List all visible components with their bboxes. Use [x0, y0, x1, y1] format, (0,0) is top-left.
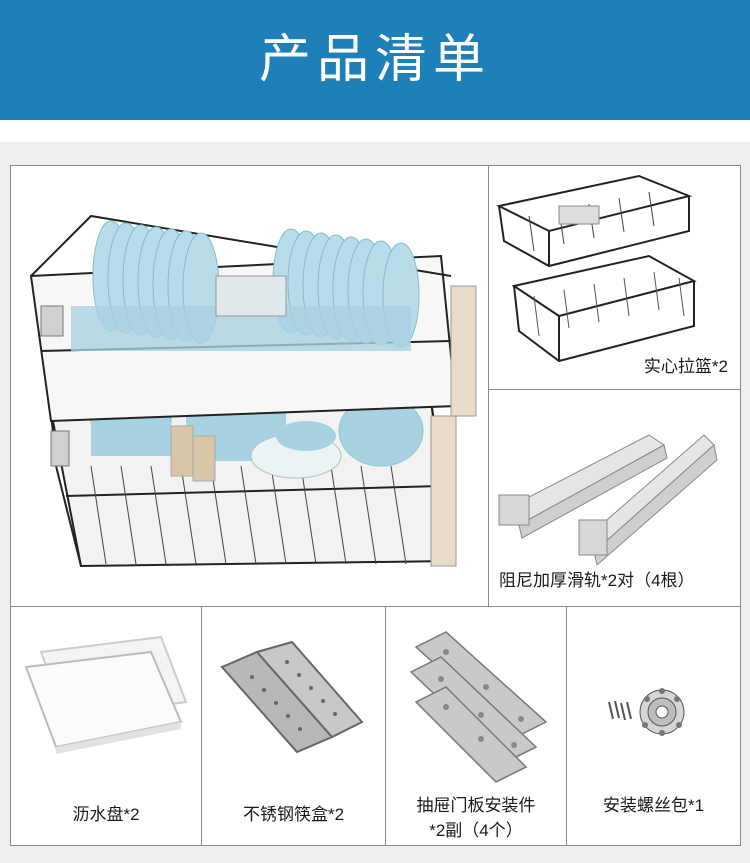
chopstick-box-icon	[220, 640, 364, 754]
main-product-image-cell	[10, 165, 489, 607]
item-label: 安装螺丝包*1	[602, 796, 705, 815]
page-title: 产品清单	[258, 31, 491, 89]
item-drip-tray: 沥水盘*2	[10, 606, 202, 846]
kitchen-basket-illustration-icon	[29, 214, 477, 568]
slide-rail-icon	[498, 434, 718, 566]
drip-tray-icon	[24, 635, 188, 754]
item-label-line2: *2副（4个）	[429, 821, 523, 840]
item-wire-basket: 实心拉篮*2	[488, 165, 741, 390]
item-chopstick-box: 不锈钢筷盒*2	[201, 606, 386, 846]
item-mounting-bracket: 抽屉门板安装件 *2副（4个）	[385, 606, 567, 846]
wire-basket-icon	[496, 174, 697, 363]
item-slide-rail: 阻尼加厚滑轨*2对（4根）	[488, 389, 741, 607]
item-label: 不锈钢筷盒*2	[242, 805, 345, 824]
item-screw-pack: 安装螺丝包*1	[566, 606, 741, 846]
header-banner	[0, 0, 750, 120]
item-label: 阻尼加厚滑轨*2对（4根）	[499, 571, 695, 590]
mounting-bracket-icon	[409, 631, 548, 783]
item-label-line1: 抽屉门板安装件	[416, 796, 536, 815]
item-label: 实心拉篮*2	[643, 357, 728, 376]
screw-pack-icon	[608, 688, 685, 736]
item-label: 沥水盘*2	[72, 805, 140, 824]
